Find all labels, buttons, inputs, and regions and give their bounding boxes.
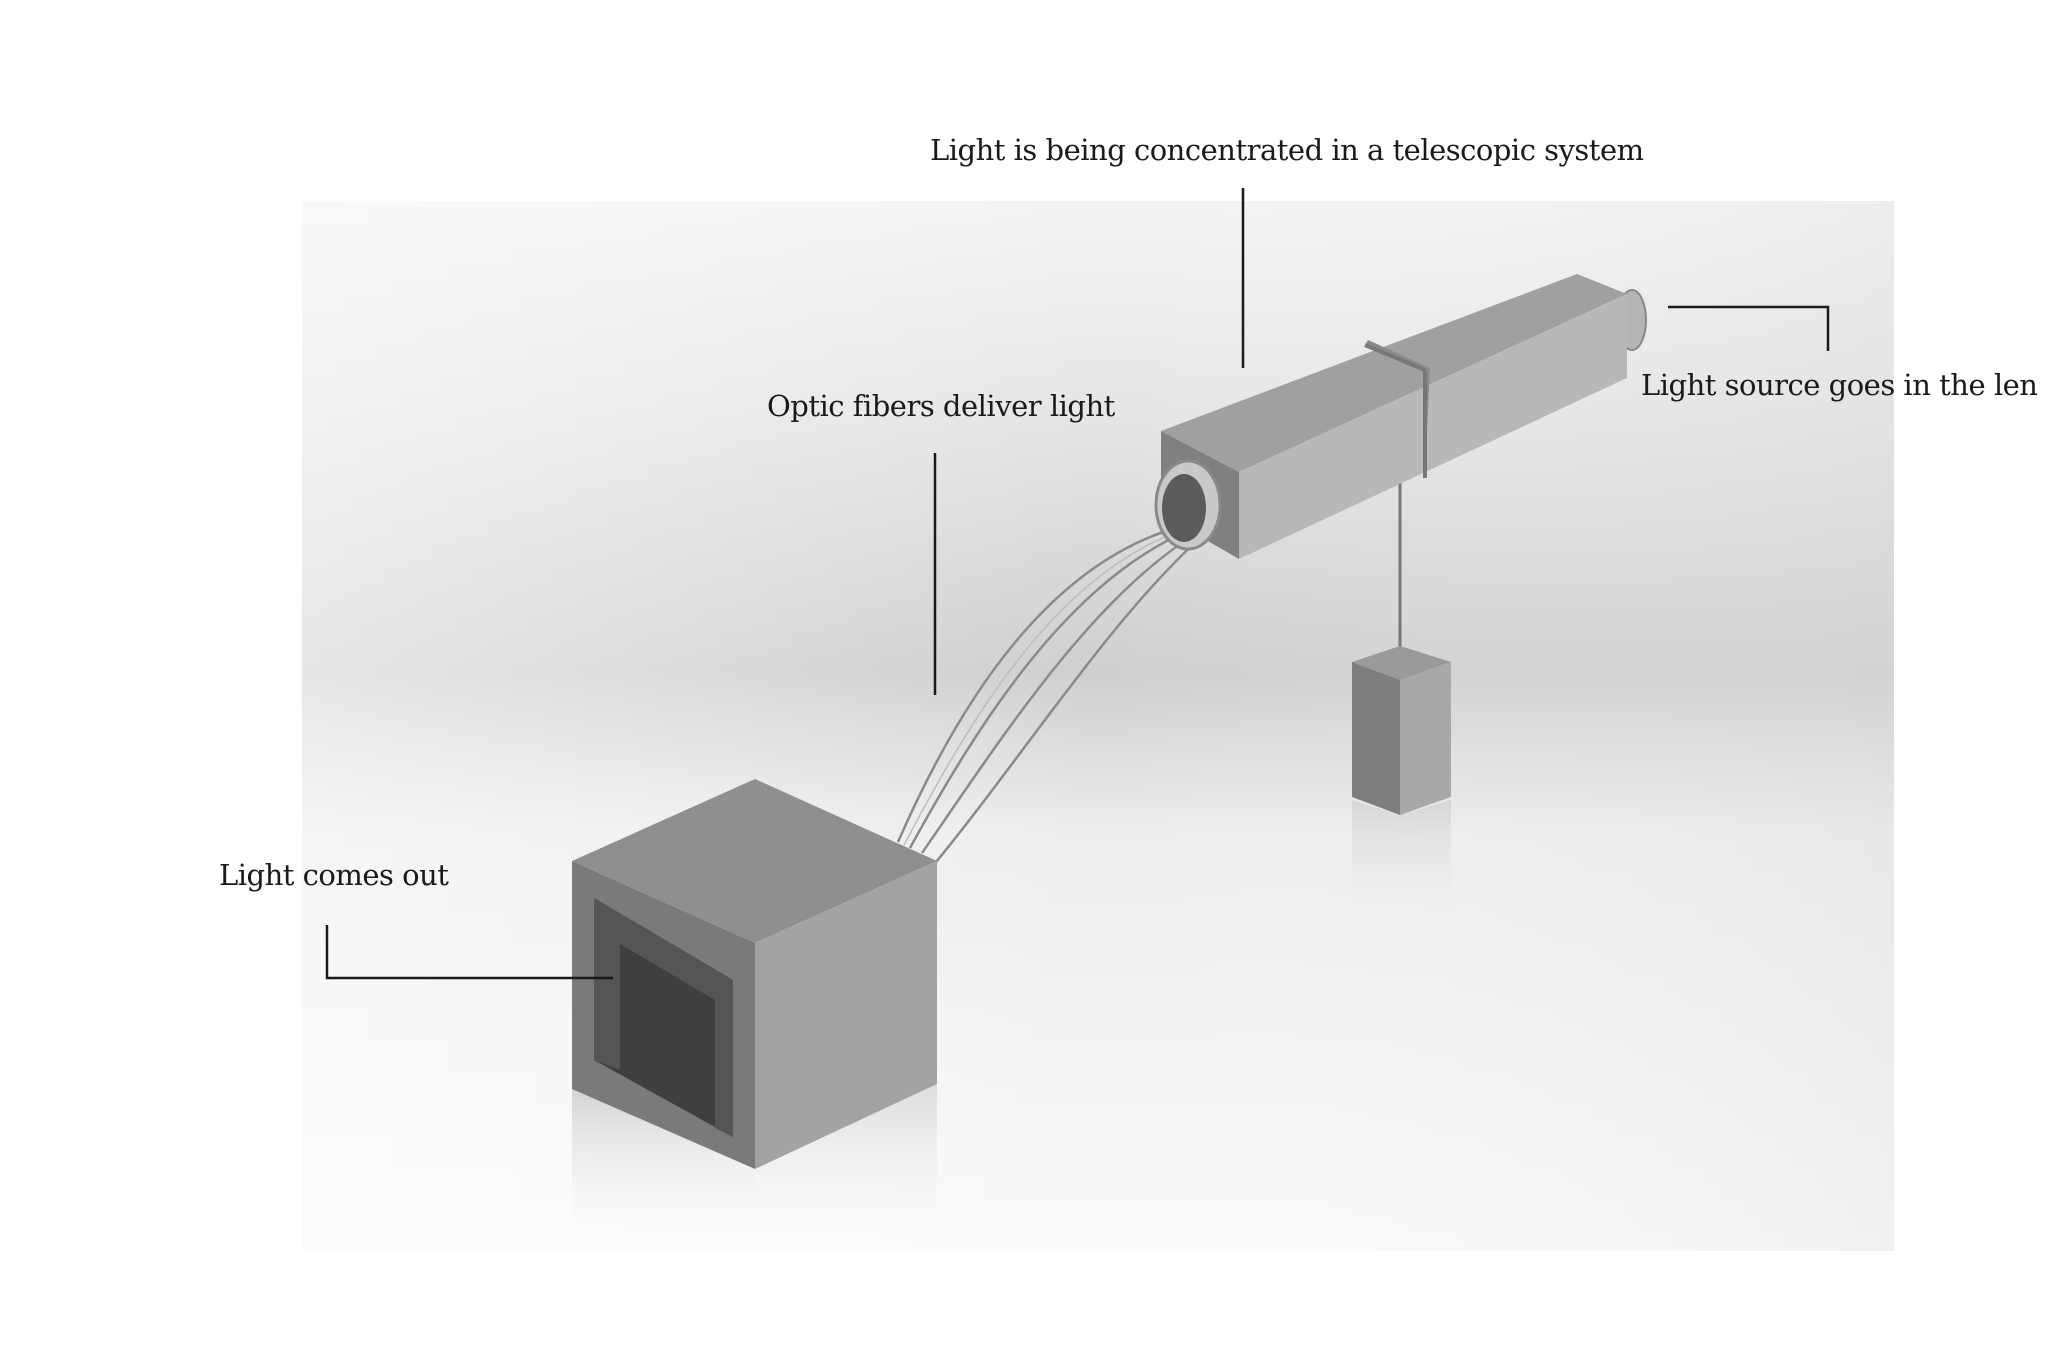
- pendant-weight: [1352, 470, 1451, 815]
- label-optic-fibers: Optic fibers deliver light: [767, 389, 1115, 423]
- label-telescopic-system: Light is being concentrated in a telesco…: [930, 133, 1644, 167]
- floor-reflections: [572, 800, 1451, 1251]
- leader-line-source: [1668, 305, 1830, 351]
- label-light-source: Light source goes in the len: [1641, 368, 2038, 402]
- leader-lines: [325, 188, 1830, 980]
- telescopic-tube: [1154, 274, 1647, 559]
- leader-line-output: [325, 925, 613, 980]
- background-panel: [302, 201, 1894, 1251]
- label-light-comes-out: Light comes out: [219, 858, 449, 892]
- optic-fibers: [896, 523, 1199, 863]
- output-cube: [572, 779, 937, 1169]
